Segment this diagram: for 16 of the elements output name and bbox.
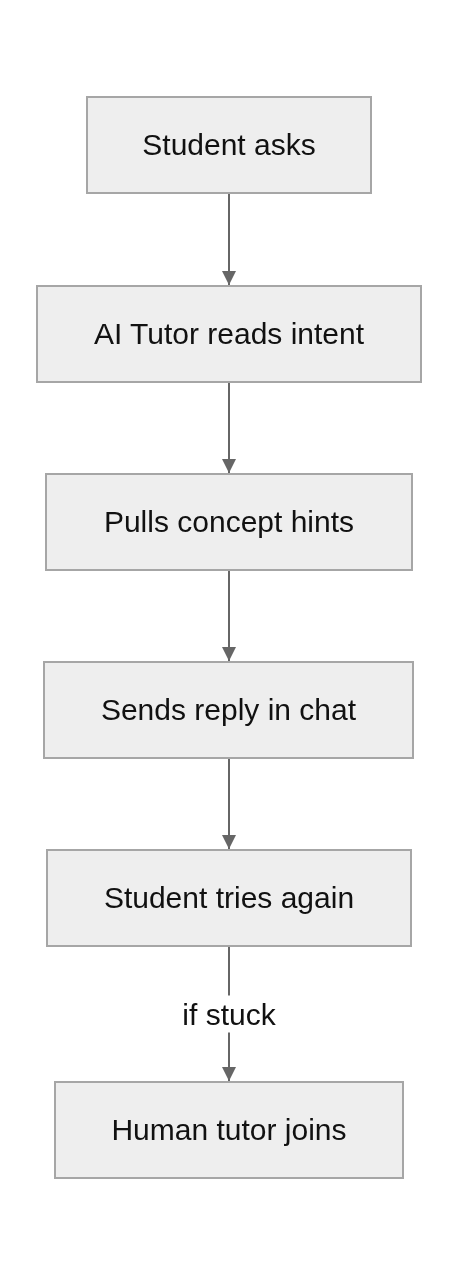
process-box bbox=[46, 849, 412, 947]
step-text: Sends reply in chat bbox=[100, 693, 357, 727]
step-text: AI Tutor reads intent bbox=[93, 317, 365, 351]
process-box bbox=[43, 661, 414, 759]
process-box bbox=[86, 96, 372, 194]
step-text: Student asks bbox=[142, 128, 316, 162]
step-text: Human tutor joins bbox=[111, 1113, 347, 1147]
process-box bbox=[45, 473, 413, 571]
arrow bbox=[222, 570, 236, 662]
process-box bbox=[36, 285, 422, 383]
step-text: Student tries again bbox=[103, 881, 355, 915]
arrow bbox=[222, 382, 236, 474]
step-text: Pulls concept hints bbox=[103, 505, 355, 539]
arrow bbox=[222, 193, 236, 286]
arrow bbox=[222, 758, 236, 850]
process-box bbox=[54, 1081, 404, 1179]
